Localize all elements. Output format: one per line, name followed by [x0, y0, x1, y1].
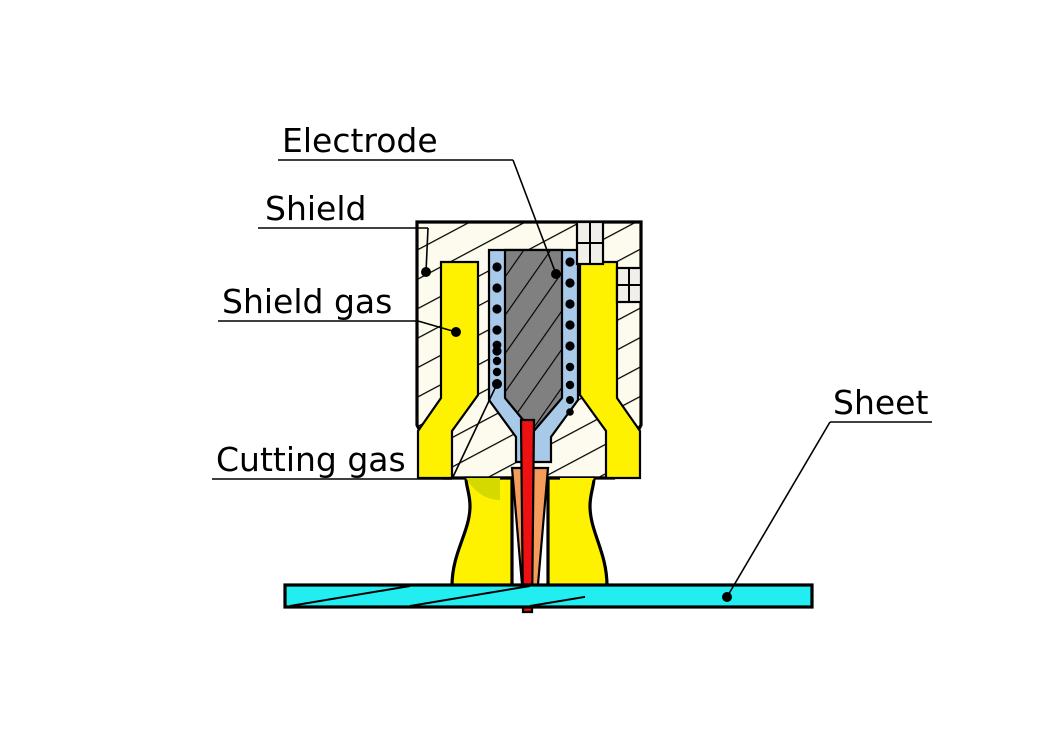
top-bore-detail: [575, 220, 605, 266]
coolant-dot: [565, 380, 575, 390]
electrode-group: [503, 248, 564, 434]
label-shield-gas: Shield gas: [222, 282, 392, 321]
shield-gas-leader-dot: [451, 327, 461, 337]
leader-lines: [212, 159, 932, 602]
labels: Electrode Shield Shield gas Cutting gas …: [216, 121, 928, 479]
label-shield: Shield: [265, 189, 366, 228]
sheet-group: [283, 583, 814, 609]
plasma-plume-group: [450, 418, 609, 614]
coolant-dot: [492, 262, 502, 272]
sheet-hatching: [289, 585, 585, 607]
coolant-dot: [565, 257, 575, 267]
coolant-dot: [566, 408, 574, 416]
cutting-gas-leader: [451, 383, 498, 480]
plasma-core: [519, 418, 536, 614]
coolant-dot: [492, 340, 502, 350]
plume-shadow-right: [560, 478, 594, 500]
sheet: [283, 583, 814, 609]
coolant-dot: [565, 341, 575, 351]
coolant-dot: [565, 320, 575, 330]
coolant-dot: [492, 356, 502, 366]
coolant-dots-left: [492, 262, 502, 377]
coolant-dots-right: [565, 257, 575, 416]
coolant-dot: [492, 283, 502, 293]
label-electrode: Electrode: [282, 121, 438, 160]
shield-leader-dot: [421, 267, 431, 277]
plume-shadow-left: [466, 478, 500, 500]
coolant-dot: [492, 367, 502, 377]
sheet-leader: [726, 421, 831, 598]
label-cutting-gas: Cutting gas: [216, 440, 406, 479]
label-sheet: Sheet: [833, 383, 928, 422]
coolant-dot: [492, 304, 502, 314]
shield-gas-leader: [417, 320, 457, 333]
shield-gas-right: [578, 260, 642, 480]
electrode: [503, 248, 564, 434]
cutting-gas-leader-dot: [492, 379, 502, 389]
side-port-detail: [615, 266, 643, 304]
coolant-dot: [566, 396, 574, 404]
electrode-leader-dot: [551, 269, 561, 279]
coolant-dot: [565, 278, 575, 288]
coolant-dot: [492, 325, 502, 335]
shield-leader: [425, 227, 429, 273]
coolant-dot: [565, 299, 575, 309]
electrode-leader: [512, 159, 557, 275]
sheet-leader-dot: [722, 592, 732, 602]
coolant-dot: [565, 362, 575, 372]
